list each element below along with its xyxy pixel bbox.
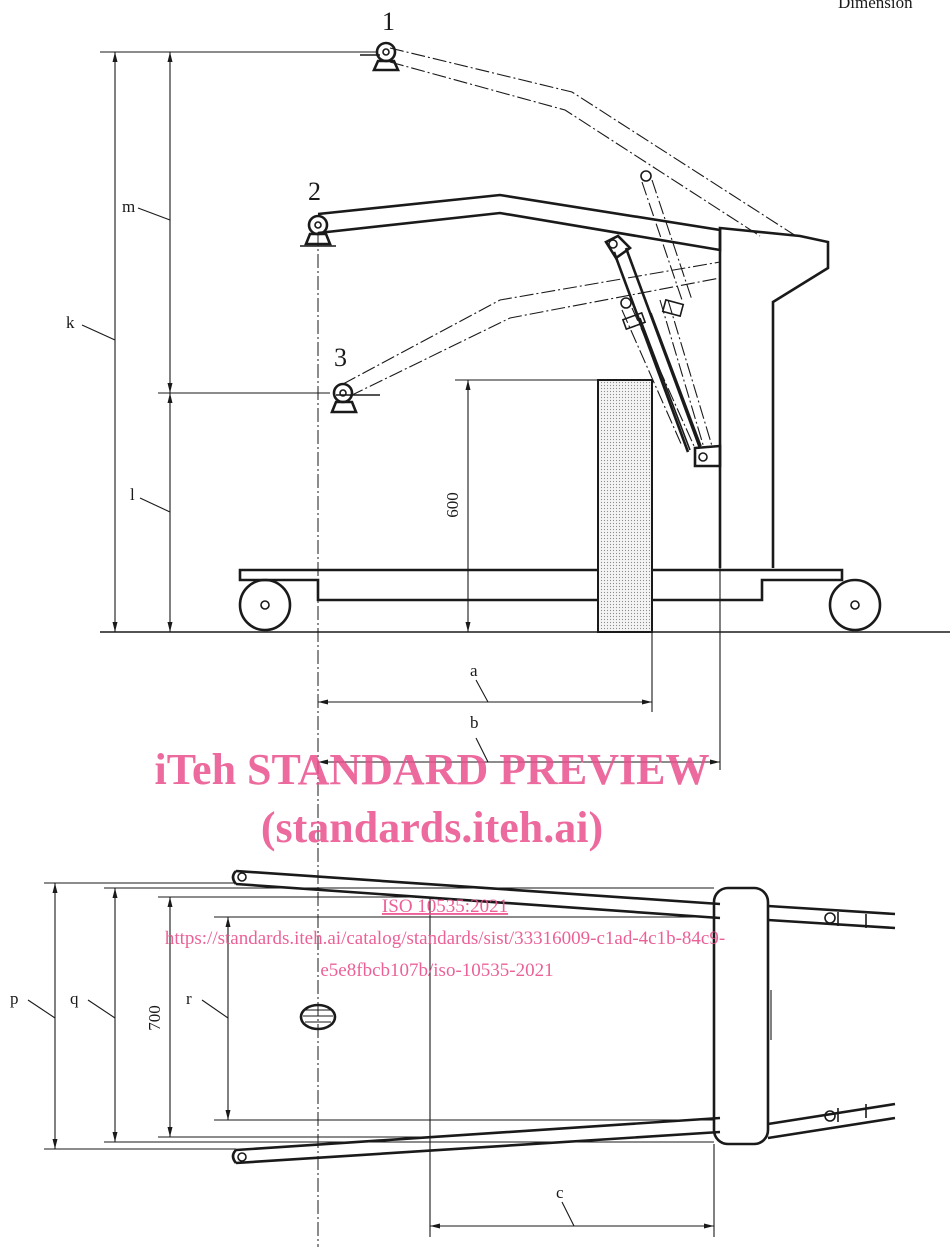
watermark-url-line-2[interactable]: e5e8fbcb107b/iso-10535-2021	[320, 960, 553, 981]
dimension-q-label: q	[70, 989, 79, 1008]
leg-lower-end-hole	[237, 1152, 247, 1162]
pivot-position-1	[360, 41, 401, 72]
dimension-m-label: m	[122, 197, 135, 216]
position-3-label: 3	[334, 343, 347, 372]
pivot-position-3	[330, 382, 380, 414]
watermark: iTeh STANDARD PREVIEW (standards.iteh.ai…	[155, 745, 726, 981]
leg-lower	[231, 1116, 721, 1165]
dimension-p-label: p	[10, 989, 19, 1008]
dimension-a-label: a	[470, 661, 478, 680]
rear-arm-upper	[767, 904, 896, 930]
actuator-position-2	[604, 234, 722, 468]
actuator-position-3	[620, 297, 695, 447]
dimension-c-label: c	[556, 1183, 564, 1202]
dimension-l-label: l	[130, 485, 135, 504]
dimension-b-leader	[475, 737, 489, 763]
dimension-k-leader	[81, 324, 116, 341]
watermark-title: iTeh STANDARD PREVIEW	[155, 745, 710, 794]
boom-position-3-upper	[342, 261, 721, 385]
watermark-subtitle: (standards.iteh.ai)	[261, 803, 603, 852]
wheel-right	[828, 578, 882, 632]
mast-top-view	[712, 886, 770, 1146]
dimension-l-leader	[139, 497, 171, 513]
side-view: 1 2 3 k m l 600 a b	[66, 7, 950, 1247]
dimension-p-leader	[27, 999, 56, 1019]
dimension-q-leader	[87, 999, 116, 1019]
dimension-r-label: r	[186, 989, 192, 1008]
header-text: Dimension	[838, 0, 913, 12]
base-frame	[238, 568, 844, 602]
watermark-standard-link[interactable]: ISO 10535:2021	[382, 896, 508, 917]
dimension-a-leader	[475, 679, 489, 703]
actuator-position-1	[640, 170, 713, 449]
dimension-b-label: b	[470, 713, 479, 732]
boom-position-2	[317, 193, 722, 252]
seat-symbol	[299, 1003, 337, 1031]
position-2-label: 2	[308, 177, 321, 206]
wheel-left	[238, 578, 292, 632]
dimension-c-leader	[561, 1201, 575, 1227]
test-block	[597, 379, 653, 633]
boom-position-3-lower	[349, 277, 721, 397]
dimension-k-label: k	[66, 313, 75, 332]
top-view: p q 700 r c	[10, 869, 896, 1237]
dimension-r-leader	[201, 999, 229, 1019]
mast	[718, 226, 830, 568]
leg-upper-end-hole	[237, 872, 247, 882]
dimension-600-label: 600	[443, 492, 462, 518]
boom-position-1-upper	[389, 47, 797, 237]
dimension-m-leader	[137, 207, 171, 221]
dimension-700-label: 700	[145, 1005, 164, 1031]
pivot-position-2	[300, 214, 336, 247]
position-1-label: 1	[382, 7, 395, 36]
boom-position-1-lower	[389, 61, 761, 237]
watermark-url-line-1[interactable]: https://standards.iteh.ai/catalog/standa…	[165, 928, 725, 949]
rear-arm-lower	[767, 1102, 896, 1140]
